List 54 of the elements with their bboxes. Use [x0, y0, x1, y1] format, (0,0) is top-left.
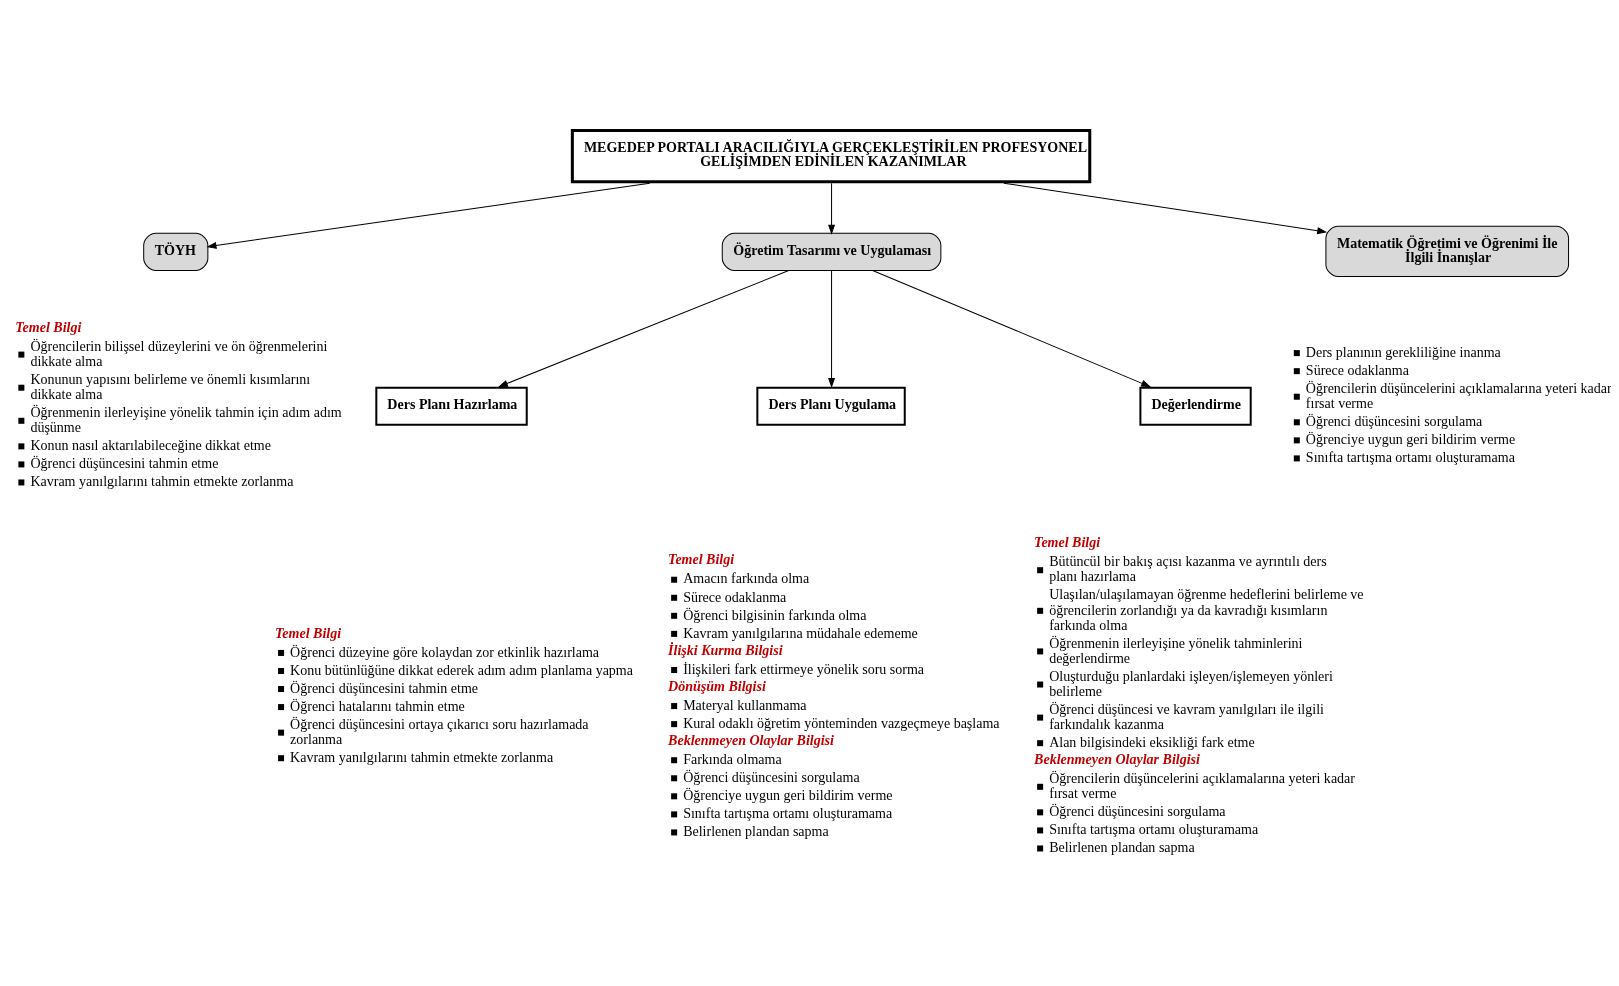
- node-label: Ulaşılan/ulaşılamayan öğrenme hedeflerini belirleme ve öğrencilerin zorlandığı ya da kavradığı kısımların farkında olma: [1049, 585, 1364, 633]
- node-label: Alan bilgisindeki eksikliği fark etme: [1049, 733, 1255, 750]
- node-label: Öğrenci düşüncesini sorgulama: [1049, 802, 1226, 819]
- node-label: İlişkileri fark ettirmeye yönelik soru sorma: [683, 660, 925, 677]
- arrow: [828, 269, 835, 387]
- arrow: [872, 269, 1151, 387]
- node-label: Amacın farkında olma: [683, 569, 810, 586]
- node-label: Öğrenciye uygun geri bildirim verme: [683, 786, 893, 803]
- node-label: İlişki Kurma Bilgisi: [668, 641, 783, 658]
- node-label: Temel Bilgi: [15, 318, 82, 335]
- node-label: Temel Bilgi: [668, 550, 735, 567]
- node-label: Öğrenmenin ilerleyişine yönelik tahminlerini değerlendirme: [1049, 634, 1303, 666]
- node-label: Dönüşüm Bilgisi: [668, 677, 766, 694]
- node-label: Öğrenci düşüncesini tahmin etme: [290, 679, 479, 696]
- node-label: Öğrenci düzeyine göre kolaydan zor etkinlik hazırlama: [290, 643, 600, 660]
- arrow: [498, 269, 790, 387]
- node-label: Öğrenmenin ilerleyişine yönelik tahmin için adım adım düşünme: [30, 403, 342, 435]
- node-label: Ders planının gerekliliğine inanma: [1305, 343, 1501, 360]
- arrow: [207, 182, 651, 249]
- node-label: Öğrenci hatalarını tahmin etme: [290, 697, 465, 714]
- node-label: Öğrencilerin bilişsel düzeylerini ve ön öğrenmelerini dikkate alma: [30, 337, 328, 369]
- node-label: Sürece odaklanma: [683, 587, 787, 604]
- node-label: Kavram yanılgılarını tahmin etmekte zorlanma: [30, 472, 294, 489]
- node-label: Temel Bilgi: [275, 624, 342, 641]
- node-label: Öğrenci düşüncesini ortaya çıkarıcı soru hazırlamada zorlanma: [290, 715, 589, 747]
- node-label: Farkında olmama: [683, 750, 782, 767]
- node-label: Kural odaklı öğretim yönteminden vazgeçmeye başlama: [683, 714, 1000, 731]
- node-label: Öğrenci düşüncesini tahmin etme: [30, 454, 219, 471]
- node-label: Beklenmeyen Olaylar Bilgisi: [668, 731, 834, 748]
- arrow: [1003, 182, 1327, 234]
- node-label: Öğrenciye uygun geri bildirim verme: [1305, 430, 1516, 447]
- node-label: Öğrenci bilgisinin farkında olma: [683, 606, 867, 623]
- node-label: Beklenmeyen Olaylar Bilgisi: [1034, 750, 1200, 767]
- node-label: Öğrenci düşüncesi ve kavram yanılgıları ile ilgili farkındalık kazanma: [1049, 700, 1324, 732]
- node-label: Bütüncül bir bakış açısı kazanma ve ayrıntılı ders planı hazırlama: [1049, 552, 1327, 584]
- node-label: Öğrencilerin düşüncelerini açıklamalarına yeteri kadar fırsat verme: [1305, 379, 1612, 411]
- node-label: Sınıfta tartışma ortamı oluşturamama: [1049, 820, 1259, 837]
- node-label: Belirlenen plandan sapma: [1049, 838, 1195, 855]
- node-label: Kavram yanılgılarını tahmin etmekte zorlanma: [290, 748, 554, 765]
- node-label: Oluşturduğu planlardaki işleyen/işlemeyen yönleri belirleme: [1049, 667, 1333, 699]
- node-label: Sınıfta tartışma ortamı oluşturamama: [1305, 448, 1515, 465]
- node-label: Kavram yanılgılarına müdahale edememe: [683, 624, 918, 641]
- arrow: [828, 182, 835, 234]
- node-label: Konu bütünlüğüne dikkat ederek adım adım planlama yapma: [290, 661, 633, 678]
- node-label: Konun nasıl aktarılabileceğine dikkat etme: [30, 436, 271, 453]
- node-label: Materyal kullanmama: [683, 696, 807, 713]
- node-label: Temel Bilgi: [1034, 533, 1101, 550]
- node-label: Öğrencilerin düşüncelerini açıklamalarına yeteri kadar fırsat verme: [1049, 769, 1356, 801]
- node-label: Konunun yapısını belirleme ve önemli kısımlarını dikkate alma: [30, 370, 311, 402]
- node-label: Sınıfta tartışma ortamı oluşturamama: [683, 804, 893, 821]
- node-label: Öğrenci düşüncesini sorgulama: [683, 768, 860, 785]
- node-label: Sürece odaklanma: [1305, 361, 1409, 378]
- node-label: Öğrenci düşüncesini sorgulama: [1305, 412, 1483, 429]
- node-label: Belirlenen plandan sapma: [683, 822, 829, 839]
